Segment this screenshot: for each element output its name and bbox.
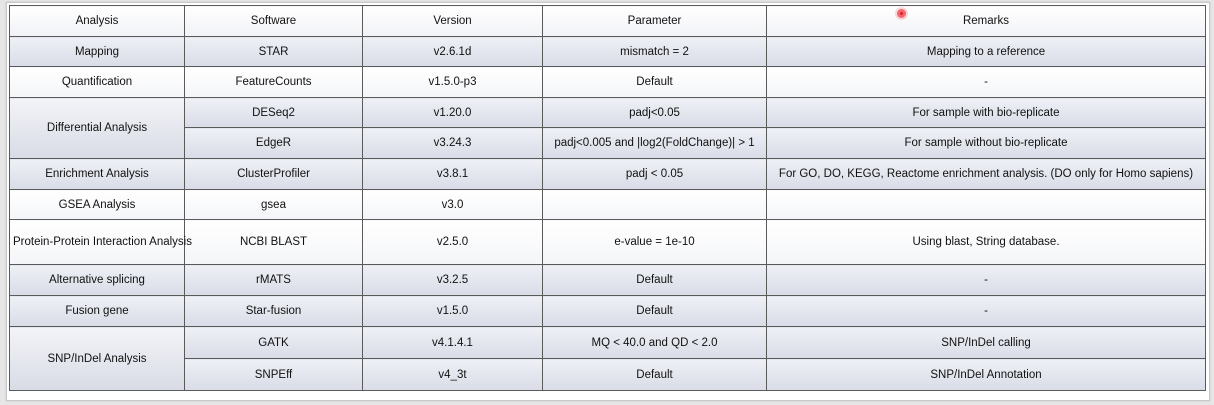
- cell-analysis: GSEA Analysis: [9, 189, 185, 220]
- cell-version: v1.20.0: [362, 97, 543, 128]
- cell-analysis: Enrichment Analysis: [9, 158, 185, 190]
- cell-analysis: Alternative splicing: [9, 264, 185, 296]
- cell-remarks: For sample without bio-replicate: [766, 127, 1206, 159]
- cell-analysis: Quantification: [9, 66, 185, 98]
- cell-parameter: [542, 189, 767, 220]
- cell-analysis: Fusion gene: [9, 295, 185, 327]
- header-parameter: Parameter: [542, 5, 767, 37]
- cell-version: v1.5.0: [362, 295, 543, 327]
- cell-analysis: Protein-Protein Interaction Analysis: [9, 219, 192, 265]
- header-software: Software: [184, 5, 363, 37]
- cell-remarks: Mapping to a reference: [766, 36, 1206, 67]
- table-row: Enrichment Analysis ClusterProfiler v3.8…: [9, 158, 1206, 190]
- cell-remarks: Using blast, String database.: [766, 219, 1206, 265]
- cell-version: v2.6.1d: [362, 36, 543, 67]
- cell-remarks: [766, 189, 1206, 220]
- cell-remarks: -: [766, 264, 1206, 296]
- table-header-row: Analysis Software Version Parameter Rema…: [9, 5, 1206, 37]
- cell-version: v3.8.1: [362, 158, 543, 190]
- cell-software: gsea: [184, 189, 363, 220]
- cell-version: v4_3t: [362, 358, 543, 391]
- header-analysis: Analysis: [9, 5, 185, 37]
- cell-software: STAR: [184, 36, 363, 67]
- cell-parameter: mismatch = 2: [542, 36, 767, 67]
- cell-remarks: -: [766, 66, 1206, 98]
- cell-software: NCBI BLAST: [184, 219, 363, 265]
- cell-version: v3.0: [362, 189, 543, 220]
- cell-parameter: Default: [542, 264, 767, 296]
- cell-analysis: SNP/InDel Analysis: [9, 326, 185, 391]
- table-row: SNP/InDel Analysis GATK v4.1.4.1 MQ < 40…: [9, 326, 1206, 391]
- analysis-software-table: Analysis Software Version Parameter Rema…: [9, 5, 1206, 391]
- cell-software: EdgeR: [184, 127, 363, 159]
- cell-analysis: Mapping: [9, 36, 185, 67]
- table-row: Fusion gene Star-fusion v1.5.0 Default -: [9, 295, 1206, 327]
- table-row: SNPEff v4_3t Default SNP/InDel Annotatio…: [10, 358, 1206, 391]
- cell-parameter: e-value = 1e-10: [542, 219, 767, 265]
- table-row: GSEA Analysis gsea v3.0: [9, 189, 1206, 220]
- cell-version: v1.5.0-p3: [362, 66, 543, 98]
- table-row: EdgeR v3.24.3 padj<0.005 and |log2(FoldC…: [10, 127, 1206, 159]
- cell-analysis: Differential Analysis: [9, 97, 185, 159]
- cell-software: Star-fusion: [184, 295, 363, 327]
- cell-parameter: Default: [542, 66, 767, 98]
- cell-version: v4.1.4.1: [362, 326, 543, 359]
- mouse-cursor-indicator: [897, 9, 906, 18]
- cell-remarks: SNP/InDel calling: [766, 326, 1206, 359]
- cell-software: FeatureCounts: [184, 66, 363, 98]
- cell-version: v2.5.0: [362, 219, 543, 265]
- cell-software: ClusterProfiler: [184, 158, 363, 190]
- table-row: Protein-Protein Interaction Analysis NCB…: [9, 219, 1206, 265]
- table-row: Differential Analysis DESeq2 v1.20.0 pad…: [9, 97, 1206, 159]
- table-row: Alternative splicing rMATS v3.2.5 Defaul…: [9, 264, 1206, 296]
- cell-parameter: padj<0.05: [542, 97, 767, 128]
- cell-parameter: Default: [542, 295, 767, 327]
- cell-remarks: For GO, DO, KEGG, Reactome enrichment an…: [766, 158, 1206, 190]
- cell-parameter: Default: [542, 358, 767, 391]
- cell-parameter: padj < 0.05: [542, 158, 767, 190]
- cell-software: GATK: [184, 326, 363, 359]
- header-remarks: Remarks: [766, 5, 1206, 37]
- table-row: Mapping STAR v2.6.1d mismatch = 2 Mappin…: [9, 36, 1206, 67]
- cell-software: SNPEff: [184, 358, 363, 391]
- cell-remarks: SNP/InDel Annotation: [766, 358, 1206, 391]
- cell-version: v3.2.5: [362, 264, 543, 296]
- cell-remarks: For sample with bio-replicate: [766, 97, 1206, 128]
- cell-version: v3.24.3: [362, 127, 543, 159]
- cell-remarks: -: [766, 295, 1206, 327]
- header-version: Version: [362, 5, 543, 37]
- cell-software: rMATS: [184, 264, 363, 296]
- cell-software: DESeq2: [184, 97, 363, 128]
- cell-parameter: padj<0.005 and |log2(FoldChange)| > 1: [542, 127, 767, 159]
- table-row: Quantification FeatureCounts v1.5.0-p3 D…: [9, 66, 1206, 98]
- table-panel: Analysis Software Version Parameter Rema…: [6, 2, 1210, 401]
- cell-parameter: MQ < 40.0 and QD < 2.0: [542, 326, 767, 359]
